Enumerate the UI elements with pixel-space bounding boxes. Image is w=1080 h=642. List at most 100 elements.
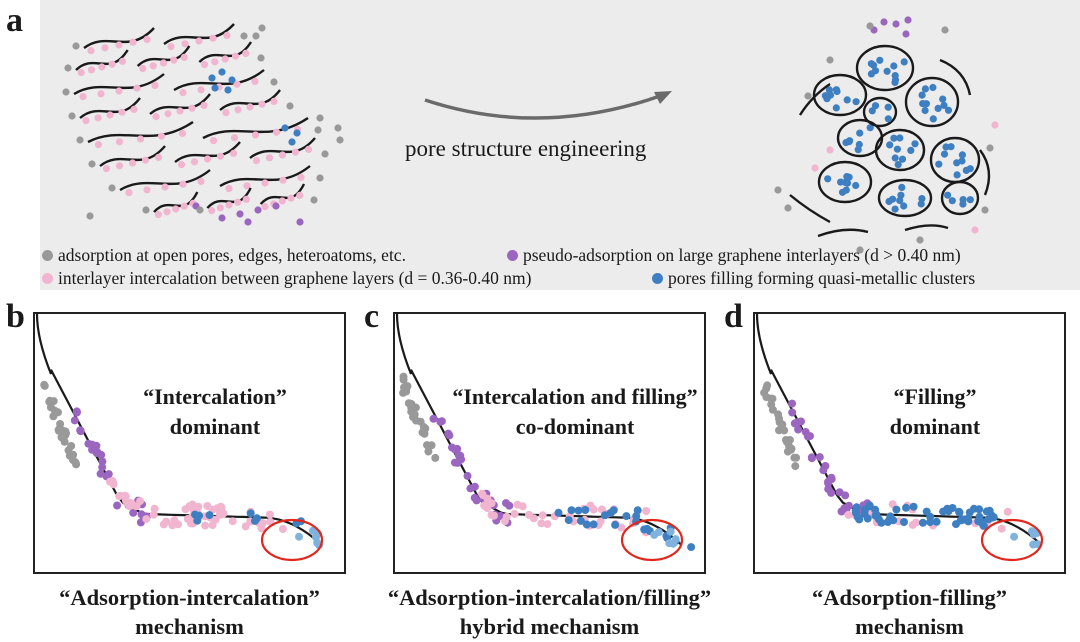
pseudo-adsorbed-ion	[218, 214, 226, 222]
cluster-ion	[890, 62, 898, 70]
intercalated-ion	[177, 161, 186, 169]
pseudo-adsorption-point	[797, 417, 805, 426]
intercalated-ion	[151, 81, 159, 89]
cluster-ion	[832, 86, 841, 94]
pore-filling-point	[582, 520, 591, 529]
edge-adsorbed-ion	[88, 160, 96, 168]
intercalation-point	[596, 517, 605, 526]
pseudo-adsorption-point	[72, 408, 81, 417]
edge-adsorbed-ion	[916, 236, 924, 244]
cluster-ion	[884, 115, 892, 123]
panel-label-b: b	[6, 298, 25, 335]
intercalated-ion	[261, 179, 269, 187]
intercalation-point	[502, 512, 511, 521]
blue-dot-icon	[652, 273, 663, 284]
intercalated-ion	[152, 113, 160, 121]
cluster-ion	[962, 166, 970, 174]
adsorption-point	[785, 442, 794, 451]
pore-wall	[874, 128, 926, 172]
pore-filling-point	[892, 505, 901, 514]
intercalated-ion	[188, 104, 196, 112]
plot-c-title: “Intercalation and filling” co-dominant	[435, 382, 715, 443]
intercalated-ion	[190, 158, 199, 166]
cluster-ion	[918, 91, 926, 99]
intercalated-ion	[143, 35, 151, 44]
legend-item-gray: adsorption at open pores, edges, heteroa…	[42, 245, 406, 266]
cluster-point	[666, 527, 675, 536]
cluster-ion	[841, 178, 849, 186]
cluster-ion	[894, 161, 902, 169]
intercalated-ion	[129, 38, 137, 46]
intercalation-point	[490, 511, 498, 520]
edge-adsorbed-ion	[286, 102, 294, 110]
pseudo-adsorbed-ion	[880, 18, 888, 26]
legend-item-purple: pseudo-adsorption on large graphene inte…	[507, 245, 961, 266]
pseudo-adsorption-point	[827, 473, 836, 482]
intercalated-ion	[223, 31, 231, 39]
intercalated-ion	[87, 66, 96, 74]
plot-c-title-line2: co-dominant	[515, 414, 635, 440]
intercalated-ion	[216, 204, 224, 212]
plot-b-title: “Intercalation” dominant	[115, 382, 315, 443]
plot-c-title-line1: “Intercalation and filling”	[452, 384, 698, 409]
graphene-layer	[73, 73, 165, 96]
mechanism-d-line1: “Adsorption-filling”	[811, 585, 1008, 610]
adsorption-point	[399, 372, 408, 381]
pseudo-adsorption-point	[827, 488, 836, 497]
intercalation-point	[228, 517, 237, 526]
intercalation-point	[518, 502, 527, 511]
cluster-ion	[896, 196, 904, 205]
cluster-ion	[293, 129, 301, 137]
intercalation-point	[201, 521, 210, 530]
intercalation-point	[844, 510, 853, 519]
pseudo-adsorption-point	[129, 508, 138, 517]
intercalated-ion	[97, 90, 105, 98]
graphene-fragment	[798, 83, 831, 116]
intercalated-ion	[231, 52, 240, 60]
intercalated-ion	[180, 202, 188, 210]
pseudo-adsorption-point	[819, 466, 828, 475]
cluster-ion	[869, 61, 878, 69]
edge-adsorbed-ion	[76, 136, 84, 144]
cluster-ion	[929, 83, 937, 92]
cluster-ion	[948, 197, 956, 205]
pseudo-adsorption-point	[788, 408, 797, 417]
intercalated-ion	[181, 40, 189, 48]
pore-wall	[877, 178, 933, 218]
intercalated-ion	[118, 57, 127, 65]
edge-adsorbed-ion	[108, 184, 116, 192]
intercalated-ion	[94, 114, 102, 122]
intercalated-ion	[209, 34, 217, 42]
intercalation-point	[908, 520, 917, 529]
intercalated-ion	[133, 84, 141, 92]
pore-filling-point	[576, 516, 585, 525]
intercalation-point	[478, 489, 486, 498]
intercalated-ion	[159, 59, 168, 67]
intercalation-point	[265, 510, 274, 519]
pore-wall	[940, 180, 980, 216]
pore-filling-point	[922, 507, 931, 516]
process-caption: pore structure engineering	[405, 136, 647, 161]
pore-filling-point	[860, 509, 869, 518]
cluster-ion	[891, 154, 899, 162]
pore-filling-point	[246, 509, 255, 518]
intercalation-point	[510, 509, 519, 518]
edge-adsorbed-ion	[270, 78, 278, 86]
process-arrow	[424, 94, 661, 120]
cluster-ion	[885, 197, 893, 206]
adsorption-point	[60, 437, 69, 446]
intercalated-ion	[225, 201, 233, 209]
pseudo-adsorbed-ion	[254, 206, 262, 214]
arrow-head-icon	[654, 91, 672, 104]
pore-filling-point	[251, 516, 259, 525]
intercalated-ion	[991, 121, 999, 129]
edge-adsorbed-ion	[196, 206, 204, 214]
pore-filling-point	[853, 513, 862, 522]
mechanism-b-line2: mechanism	[135, 614, 244, 640]
cluster-ion	[940, 150, 949, 158]
intercalated-ion	[172, 205, 180, 213]
cluster-ion	[944, 191, 952, 199]
graphene-fragment	[789, 194, 831, 224]
cluster-ion	[917, 200, 925, 208]
pseudo-adsorption-point	[98, 463, 107, 472]
